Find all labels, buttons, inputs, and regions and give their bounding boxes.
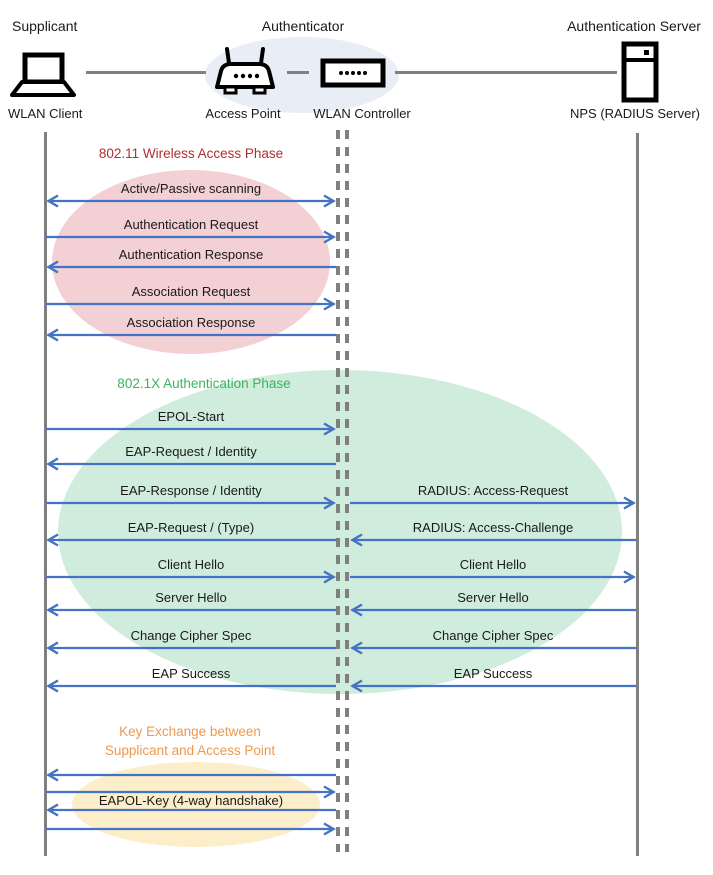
message-arrow [350,603,636,617]
laptop-icon [10,52,76,97]
lifeline-wlan-client [44,132,47,856]
device-label-access-point: Access Point [205,106,281,121]
message-label: EAP Success [151,666,231,681]
message-label: Active/Passive scanning [120,181,262,196]
message-label: Authentication Response [118,247,264,262]
message-arrow [350,679,636,693]
message-label: Change Cipher Spec [432,628,554,643]
role-label-authenticator: Authenticator [261,18,345,34]
message-arrow [46,603,336,617]
role-label-authentication-server: Authentication Server [567,18,701,34]
device-label-wlan-controller: WLAN Controller [313,106,411,121]
message-arrow [46,803,336,817]
phase-title-8021x: 802.1X Authentication Phase [117,376,291,391]
message-arrow [350,570,636,584]
phase-title-80211: 802.11 Wireless Access Phase [98,146,284,161]
message-label: Association Request [131,284,251,299]
message-label: EAP Success [453,666,533,681]
message-arrow [46,422,336,436]
message-arrow [350,533,636,547]
message-label: EAP-Response / Identity [120,483,262,498]
message-arrow [46,230,336,244]
message-label: Change Cipher Spec [130,628,252,643]
message-label: Client Hello [157,557,225,572]
message-label: EPOL-Start [157,409,225,424]
message-label: RADIUS: Access-Challenge [412,520,574,535]
message-arrow [350,496,636,510]
phase-title-key-exchange: Key Exchange between Supplicant and Acce… [105,722,275,760]
message-label: EAPOL-Key (4-way handshake) [98,793,284,808]
message-label: Client Hello [459,557,527,572]
message-arrow [46,194,336,208]
lifeline-nps [636,133,639,856]
message-label: Server Hello [155,590,227,605]
message-arrow [350,641,636,655]
message-label: EAP-Request / Identity [125,444,257,459]
connector-client-to-ap [86,71,206,74]
message-arrow [46,533,336,547]
message-arrow [46,328,336,342]
message-label: RADIUS: Access-Request [417,483,569,498]
message-arrow [46,297,336,311]
connector-controller-to-server [395,71,617,74]
lifeline-wlan-controller-left [336,130,340,852]
message-arrow [46,457,336,471]
message-arrow [46,260,336,274]
server-icon [621,41,659,103]
wlan-controller-icon [320,58,386,88]
phase-8021x-ellipse [58,370,622,694]
message-arrow [46,641,336,655]
message-label: Server Hello [457,590,529,605]
message-arrow [46,785,336,799]
phase-title-key-exchange-line1: Key Exchange between [119,724,261,739]
device-label-wlan-client: WLAN Client [8,106,83,121]
role-label-supplicant: Supplicant [12,18,78,34]
message-label: EAP-Request / (Type) [127,520,255,535]
message-arrow [46,679,336,693]
message-arrow [46,570,336,584]
message-arrow [46,496,336,510]
access-point-icon [215,47,275,95]
message-label: Authentication Request [123,217,259,232]
device-label-nps-radius-server: NPS (RADIUS Server) [569,106,701,121]
lifeline-wlan-controller-right [345,130,349,852]
phase-key-exchange-ellipse [72,762,320,847]
message-label: Association Response [126,315,256,330]
phase-title-key-exchange-line2: Supplicant and Access Point [104,743,276,758]
message-arrow [46,822,336,836]
message-arrow [46,768,336,782]
connector-ap-to-controller [287,71,309,74]
